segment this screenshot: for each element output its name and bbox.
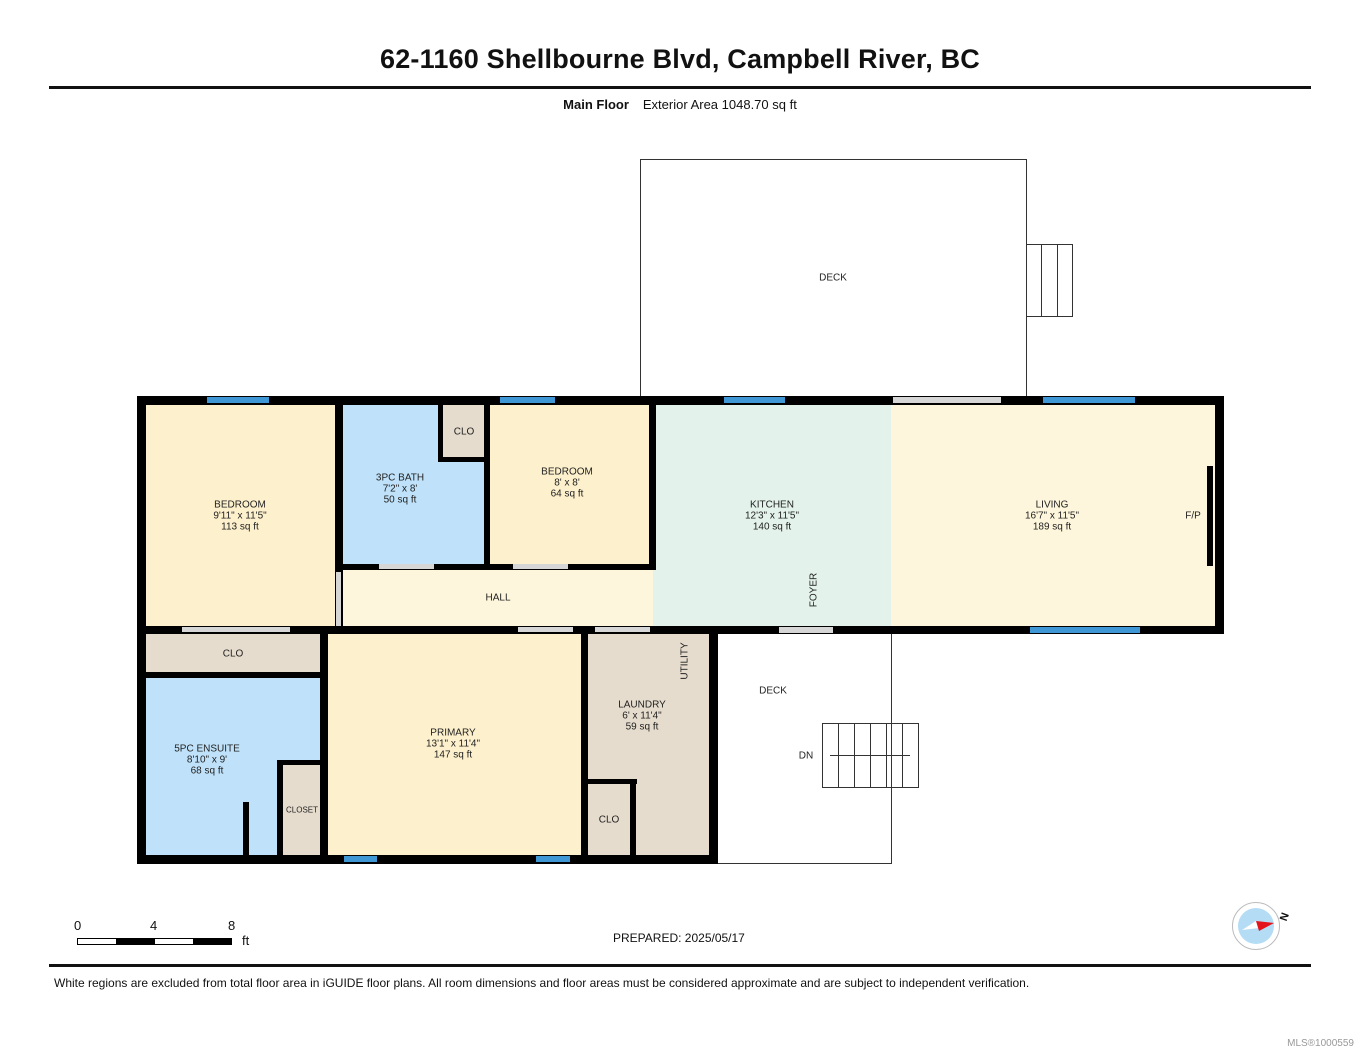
compass-icon xyxy=(1232,902,1280,950)
mls-number: MLS®1000559 xyxy=(1287,1038,1354,1049)
wall-clo-west xyxy=(438,396,443,462)
room-clo-top xyxy=(440,400,486,460)
deck-top-label: DECK xyxy=(819,272,847,284)
footnote: White regions are excluded from total fl… xyxy=(54,976,1030,990)
room-bedroom-2 xyxy=(487,400,653,568)
compass-north-label: N xyxy=(1277,911,1292,923)
wall-bed2-kitchen xyxy=(649,396,656,570)
room-hall xyxy=(340,568,653,630)
fireplace xyxy=(1207,466,1213,566)
clo-laundry-label: CLO xyxy=(598,814,620,826)
utility-label: UTILITY xyxy=(679,642,691,680)
wall-bed1-bath xyxy=(335,396,343,630)
wall-clo-ensuite xyxy=(140,672,325,678)
fireplace-label: F/P xyxy=(1185,510,1201,522)
floor-subtitle: Main Floor Exterior Area 1048.70 sq ft xyxy=(0,97,1360,112)
wall-closet-top xyxy=(277,760,322,765)
wall-middle xyxy=(137,626,1224,634)
room-living xyxy=(891,400,1221,630)
foyer-label: FOYER xyxy=(808,572,820,608)
room-laundry xyxy=(585,630,715,860)
wall-bath-bed2 xyxy=(484,396,490,568)
wall-clo-laundry-side xyxy=(630,779,636,860)
window xyxy=(207,397,269,403)
closet-label: CLOSET xyxy=(285,805,319,815)
deck-bottom xyxy=(716,632,892,864)
window xyxy=(536,856,570,862)
entry-door xyxy=(779,627,833,633)
sliding-door xyxy=(893,397,1001,403)
clo-left-label: CLO xyxy=(222,648,244,660)
door-bath xyxy=(379,564,434,569)
room-closet xyxy=(280,763,325,860)
door-laundry xyxy=(595,627,650,632)
wall-closet xyxy=(277,760,283,860)
deck-top-stairs xyxy=(1026,244,1073,317)
room-clo-left xyxy=(140,630,325,675)
scale-tick-4: 4 xyxy=(150,918,158,933)
scale-tick-0: 0 xyxy=(74,918,82,933)
exterior-area: Exterior Area 1048.70 sq ft xyxy=(642,97,797,112)
door-bedroom-2 xyxy=(513,564,568,569)
hall-label: HALL xyxy=(485,592,511,604)
deck-bottom-label: DECK xyxy=(759,685,787,697)
wall-ensuite-stub xyxy=(243,802,249,860)
door-primary xyxy=(518,627,573,632)
window xyxy=(724,397,785,403)
scale-unit: ft xyxy=(242,933,250,948)
floor-name: Main Floor xyxy=(563,97,629,112)
wall-hall-north xyxy=(340,564,653,570)
wall-clo-laundry-top xyxy=(585,779,637,784)
header-divider xyxy=(49,86,1311,89)
window xyxy=(344,856,377,862)
wall-south xyxy=(137,855,718,864)
wall-east xyxy=(1215,396,1224,634)
clo-top-label: CLO xyxy=(453,426,475,438)
wall-north xyxy=(137,396,1224,405)
door-clo-left xyxy=(182,627,290,632)
prepared-date: PREPARED: 2025/05/17 xyxy=(613,931,745,945)
page-title: 62-1160 Shellbourne Blvd, Campbell River… xyxy=(379,44,980,74)
window xyxy=(1030,627,1140,633)
door-bedroom-1 xyxy=(336,572,341,626)
wall-laundry-east xyxy=(709,626,718,864)
room-kitchen xyxy=(653,400,891,630)
window xyxy=(1043,397,1135,403)
wall-clo-south xyxy=(438,457,488,462)
deck-top xyxy=(640,159,1027,399)
room-primary xyxy=(325,630,585,860)
wall-primary-laundry xyxy=(581,630,588,860)
stairs-down-label: DN xyxy=(798,750,814,762)
scale-bar xyxy=(77,938,232,945)
stairs-arrow xyxy=(830,755,910,756)
wall-ensuite-primary xyxy=(320,630,328,864)
window xyxy=(500,397,555,403)
scale-tick-8: 8 xyxy=(228,918,236,933)
footer-divider xyxy=(49,964,1311,967)
room-bedroom-1 xyxy=(140,400,340,630)
